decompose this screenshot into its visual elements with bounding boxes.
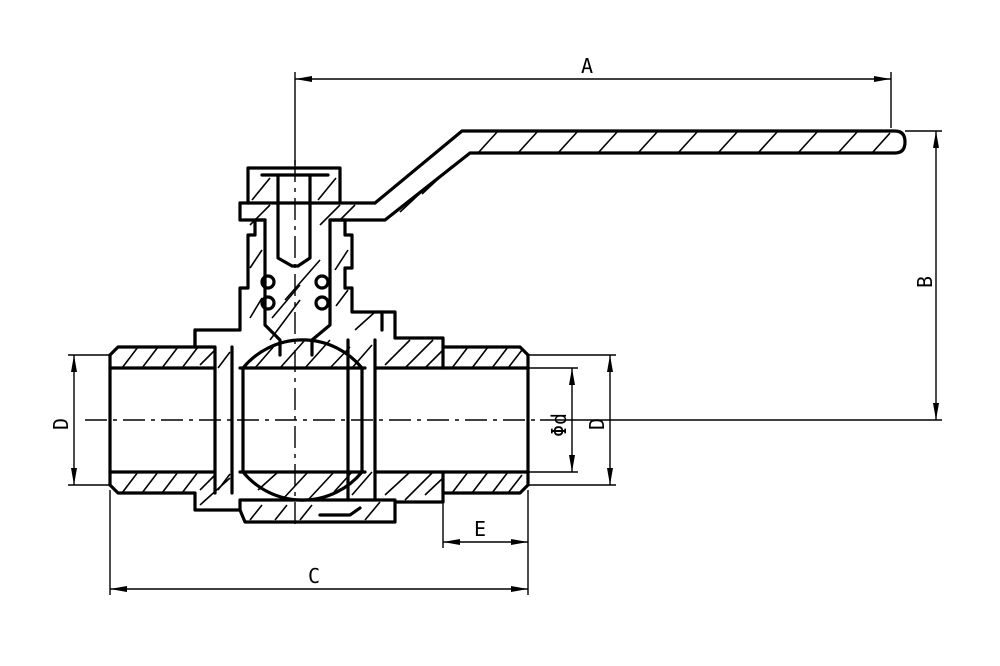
valve-neck xyxy=(193,218,384,357)
valve-body xyxy=(108,310,530,524)
center-lines xyxy=(85,160,540,530)
ball xyxy=(238,338,367,502)
dim-label-E: E xyxy=(474,517,486,541)
dim-label-D-right: D xyxy=(585,418,609,430)
dimension-phi-d xyxy=(528,367,578,473)
dim-label-C: C xyxy=(308,564,320,588)
handle-lever xyxy=(238,129,907,222)
dim-label-B: B xyxy=(913,276,937,288)
dimension-E xyxy=(442,500,528,548)
dimension-B xyxy=(540,130,942,421)
dim-label-phi-d: Φd xyxy=(547,413,571,437)
dim-label-D-left: D xyxy=(49,418,73,430)
dim-label-A: A xyxy=(581,54,593,78)
dimension-A xyxy=(294,72,892,165)
dimension-D-right xyxy=(528,354,616,486)
dimension-D-left xyxy=(68,354,110,486)
